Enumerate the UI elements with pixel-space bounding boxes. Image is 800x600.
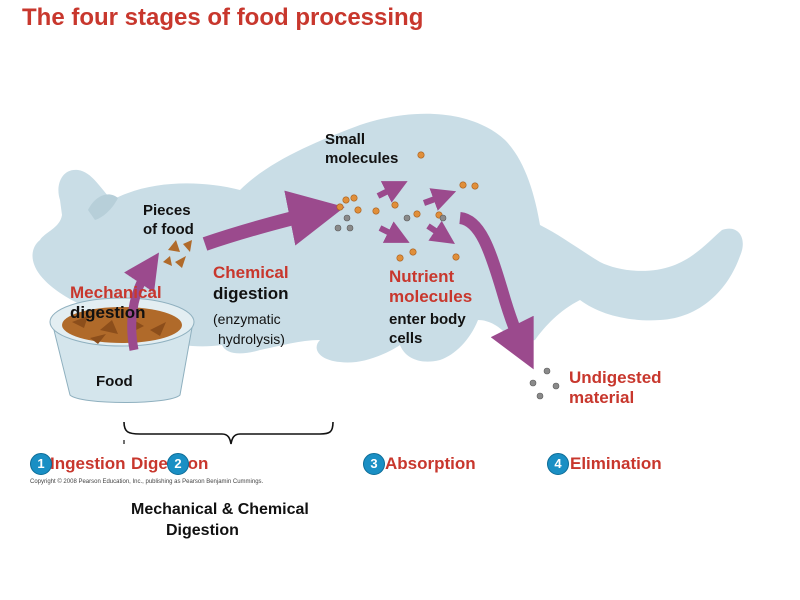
page-title: The four stages of food processing: [22, 4, 424, 31]
undigested-material-label: Undigested material: [569, 368, 662, 408]
small-molecules-label: Small molecules: [325, 130, 398, 168]
small-molecules-line-1: Small: [325, 131, 366, 148]
nutrient-line-1: Nutrient: [389, 267, 455, 286]
mechanical-digestion-word: digestion: [70, 303, 146, 322]
chemical-digestion-word: digestion: [213, 284, 289, 303]
enter-line-2: cells: [389, 330, 423, 347]
digestion-brace: [123, 421, 334, 445]
pieces-line-1: Pieces: [143, 202, 191, 219]
stage-number-4: 4: [547, 453, 569, 475]
nutrient-line-2: molecules: [389, 287, 473, 306]
chemical-digestion-label: Chemical digestion: [213, 263, 289, 305]
stage-label-ingestion: Ingestion: [50, 454, 126, 473]
gray-molecules: [334, 214, 447, 232]
nutrient-molecules-label: Nutrient molecules: [389, 267, 472, 307]
animal-ear: [88, 194, 118, 220]
undigested-material: [529, 367, 560, 400]
undigested-line-2: material: [569, 388, 635, 407]
mechanical-word: Mechanical: [70, 283, 162, 302]
small-molecules: [336, 151, 479, 262]
stage-number-2: 2: [167, 453, 189, 475]
enzymatic-line-1: (enzymatic: [213, 311, 281, 327]
food-bowl: [49, 297, 195, 403]
stage-label-elimination: Elimination: [570, 454, 662, 473]
stage-label-absorption: Absorption: [385, 454, 476, 473]
small-molecules-line-2: molecules: [325, 150, 399, 167]
pieces-line-2: of food: [143, 221, 194, 238]
copyright-notice: Copyright © 2008 Pearson Education, Inc.…: [30, 479, 264, 485]
undigested-line-1: Undigested: [569, 368, 662, 387]
bracket-caption: Mechanical & Chemical Digestion: [131, 499, 309, 541]
food-pieces: [163, 240, 192, 268]
stage-number-3: 3: [363, 453, 385, 475]
bracket-caption-line-1: Mechanical & Chemical: [131, 501, 309, 518]
food-label: Food: [96, 373, 133, 390]
bracket-caption-line-2: Digestion: [166, 522, 239, 539]
mechanical-digestion-label: Mechanical digestion: [70, 283, 162, 323]
chemical-word: Chemical: [213, 263, 289, 282]
enzymatic-hydrolysis-label: (enzymatic hydrolysis): [213, 309, 285, 349]
stage-number-1: 1: [30, 453, 52, 475]
process-arrows: [124, 181, 534, 370]
enter-body-cells-label: enter body cells: [389, 310, 466, 348]
enter-line-1: enter body: [389, 311, 466, 328]
pieces-of-food-label: Pieces of food: [143, 201, 194, 239]
enzymatic-line-2: hydrolysis): [218, 331, 285, 347]
